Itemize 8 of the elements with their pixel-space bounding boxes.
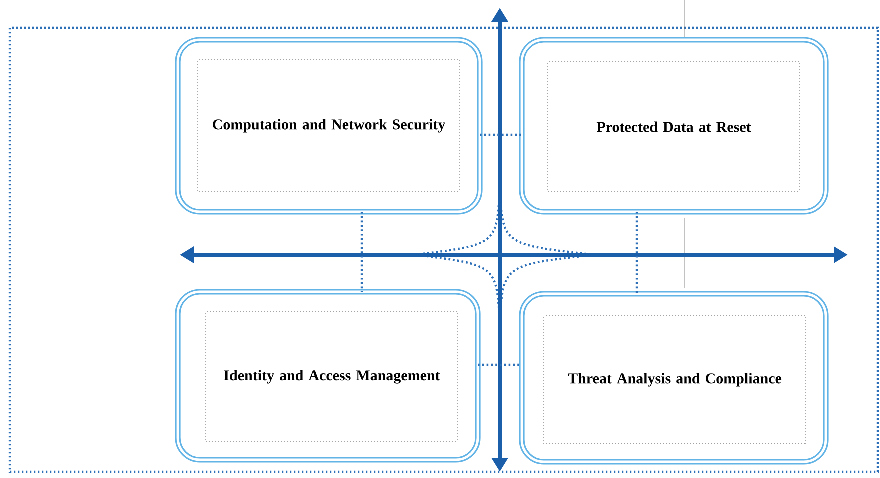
dotted-connector [636,212,638,294]
dotted-connector [360,212,364,292]
category-box: Computation and Network Security [175,37,483,215]
category-box: Identity and Access Management [175,289,481,463]
category-box: Protected Data at Reset [519,37,829,215]
dotted-connector [478,364,522,366]
category-box: Threat Analysis and Compliance [519,291,829,465]
dotted-connector [480,134,522,136]
